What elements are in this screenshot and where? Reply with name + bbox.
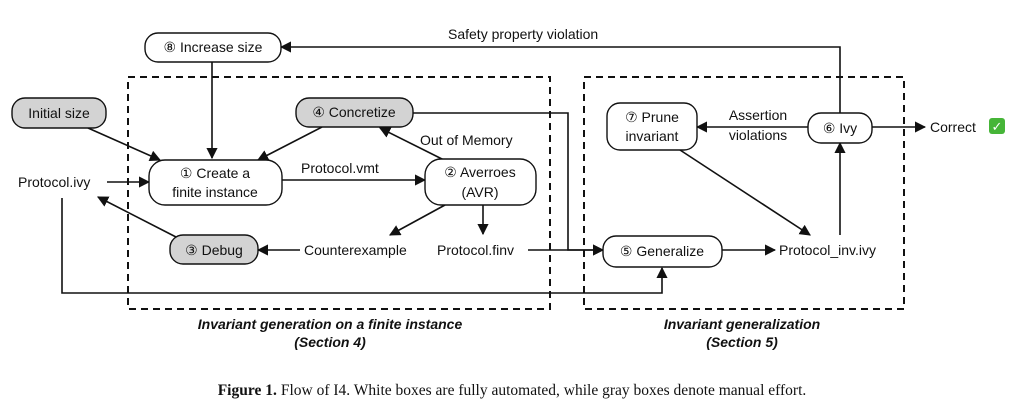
node-prune: ⑦ Prune invariant [606,102,698,151]
node-debug: ③ Debug [169,234,259,265]
node-generalize: ⑤ Generalize [602,235,723,268]
figure-caption-text: Flow of I4. White boxes are fully automa… [281,382,806,399]
node-concretize: ④ Concretize [295,97,414,128]
initial-size-box [11,97,107,129]
increase-size-box [144,32,282,63]
prune-label-line2: invariant [626,128,679,144]
create-instance-label-line2: finite instance [172,184,258,200]
check-mark-glyph: ✓ [992,120,1003,135]
node-ivy: ⑥ Ivy [807,112,873,144]
figure-caption-number: Figure 1. [218,382,277,399]
generalize-label: ⑤ Generalize [620,243,704,259]
edge-prune-to-inv [679,149,811,236]
edge-initial-to-create [87,127,162,162]
general-region-caption-line1: Invariant generalization [664,316,820,332]
averroes-label-line1: ② Averroes [444,164,515,180]
counterexample-label: Counterexample [304,242,407,258]
edges [61,41,927,294]
ivy-box [807,112,873,144]
node-initial-size: Initial size [11,97,107,129]
prune-box [606,102,698,151]
protocol-ivy-label: Protocol.ivy [18,174,90,190]
edge-out-of-memory [378,127,445,161]
finite-region-caption-line1: Invariant generation on a finite instanc… [198,316,463,332]
debug-box [169,234,259,265]
protocol-inv-ivy-label: Protocol_inv.ivy [779,242,876,258]
correct-label: Correct [930,119,976,135]
check-mark-badge [989,118,1005,134]
protocol-vmt-label: Protocol.vmt [301,160,379,176]
edge-debug-to-protocol [97,196,177,238]
figure-caption: Figure 1.Flow of I4. White boxes are ful… [218,382,807,399]
generalize-box [602,235,723,268]
create-instance-label-line1: ① Create a [180,165,250,181]
ivy-label: ⑥ Ivy [823,120,857,136]
initial-size-label: Initial size [28,105,90,121]
concretize-box [295,97,414,128]
edge-protocol-to-generalize [61,198,668,294]
check-mark-icon: ✓ [989,118,1005,135]
node-increase-size: ⑧ Increase size [144,32,282,63]
debug-label: ③ Debug [185,242,243,258]
out-of-memory-label: Out of Memory [420,132,513,148]
edge-to-counterexample [389,204,446,236]
averroes-box [424,158,537,206]
assertion-label-line2: violations [729,127,787,143]
generalization-region [583,76,905,310]
increase-size-label: ⑧ Increase size [164,39,263,55]
finite-region-caption-line2: (Section 4) [294,334,366,350]
general-region-caption-line2: (Section 5) [706,334,778,350]
create-instance-box [148,159,283,206]
assertion-label-line1: Assertion [729,107,787,123]
averroes-label-line2: (AVR) [461,184,498,200]
protocol-finv-label: Protocol.finv [437,242,514,258]
finite-instance-region [127,76,551,310]
concretize-label: ④ Concretize [312,104,396,120]
prune-label-line1: ⑦ Prune [625,109,679,125]
node-create-instance: ① Create a finite instance [148,159,283,206]
edge-concretize-to-create [257,126,323,161]
edge-safety-violation [279,41,841,113]
node-averroes: ② Averroes (AVR) [424,158,537,206]
safety-violation-label: Safety property violation [448,26,598,42]
